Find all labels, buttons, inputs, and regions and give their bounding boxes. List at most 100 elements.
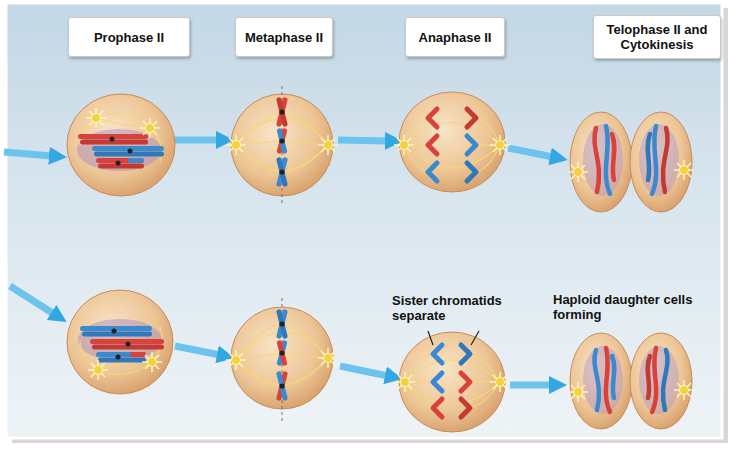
metaphase-cell-part-part (236, 112, 282, 145)
metaphase-cell-part-part (282, 112, 328, 145)
prophase-cell-part (116, 161, 121, 166)
metaphase-cell-part (276, 340, 287, 366)
anaphase-cell-part-part (404, 123, 500, 146)
anaphase-cell-part (405, 354, 500, 408)
metaphase-cell-part-part (279, 109, 284, 114)
metaphase-cell-part-part (276, 309, 288, 339)
anaphase-cell-part-part (467, 136, 476, 154)
metaphase-cell-part-part (276, 157, 288, 187)
telophase-cells-part-part (606, 126, 610, 194)
prophase-cell-part (82, 332, 152, 337)
telophase-cells-part (570, 112, 632, 212)
telophase-cells-part-part (606, 348, 610, 412)
metaphase-cell-part (276, 128, 287, 154)
metaphase-cell-part (318, 348, 338, 368)
metaphase-cell-part-part (279, 383, 284, 388)
stage-arrows-part (172, 137, 219, 144)
stage-header: Prophase II (68, 17, 190, 57)
metaphase-cell-part-part (276, 309, 288, 339)
annotation: Haploid daughter cells forming (553, 292, 711, 322)
prophase-cell-part (110, 137, 115, 142)
metaphase-cell (226, 86, 338, 206)
panel (6, 3, 722, 438)
anaphase-cell (395, 332, 510, 432)
telophase-cells-part (674, 160, 694, 180)
prophase-cell-part (98, 164, 144, 169)
prophase-cell-part (80, 326, 162, 375)
telophase-cells-part (583, 346, 623, 414)
anaphase-cell-part-part (428, 163, 437, 181)
telophase-cells-part (583, 124, 623, 196)
telophase-cells-part (674, 380, 694, 400)
stage-arrows-part (175, 346, 220, 355)
metaphase-cell-part-part (282, 145, 328, 172)
telophase-cells-part-part (594, 128, 599, 192)
metaphase-cell-part-part (276, 128, 287, 154)
metaphase-cell-part-part (276, 371, 288, 401)
stage-title: Metaphase II (245, 30, 323, 45)
metaphase-cell-part-part (282, 358, 328, 386)
prophase-cell-part (67, 290, 173, 394)
stage-header: Anaphase II (405, 17, 505, 57)
prophase-cell (67, 290, 173, 394)
telophase-cells-part (594, 126, 667, 194)
anaphase-cell (394, 92, 510, 192)
telophase-cells (568, 333, 694, 429)
prophase-cell-part (128, 158, 144, 163)
anaphase-cell-part-part (461, 399, 470, 417)
telophase-cells-part-part (663, 350, 668, 410)
metaphase-cell-part-part (279, 350, 284, 355)
anaphase-cell-part-part (428, 136, 437, 154)
metaphase-cell-part-part (276, 371, 288, 401)
telophase-cells-part (568, 162, 588, 182)
metaphase-cell-part-part (276, 157, 288, 187)
telophase-cells-part-part (648, 356, 650, 398)
telophase-cells-part (630, 112, 692, 212)
metaphase-cell-part-part (276, 97, 288, 127)
telophase-cells-part-part (652, 348, 656, 412)
stage-header: Telophase II and Cytokinesis (593, 15, 721, 59)
anaphase-cell-part-part (405, 360, 500, 382)
metaphase-cell-part (231, 307, 333, 409)
metaphase-cell-part (226, 350, 246, 370)
prophase-cell-part (86, 108, 106, 128)
anaphase-cell-part (490, 372, 510, 392)
metaphase-cell-part-part (276, 97, 288, 127)
leader-lines-part (428, 331, 433, 345)
prophase-cell (67, 94, 175, 196)
anaphase-cell-part-part (467, 109, 476, 127)
metaphase-cell-part-part (279, 138, 284, 143)
prophase-cell-part-part (98, 362, 152, 370)
metaphase-cell-part (231, 94, 333, 196)
metaphase-cell-part-part (236, 360, 282, 386)
prophase-cell-part (98, 358, 146, 363)
telophase-cells-part-part (652, 126, 656, 194)
telophase-cells-part (639, 346, 679, 414)
prophase-cell-part (130, 352, 146, 357)
prophase-cell-part (112, 329, 117, 334)
prophase-cell-part-part (96, 114, 150, 128)
anaphase-cell-part-part (405, 382, 500, 404)
metaphase-cell-part-part (279, 169, 284, 174)
stage-arrows-part (338, 140, 388, 141)
telophase-cells-part (594, 348, 667, 412)
prophase-cell-part-part (96, 118, 150, 128)
prophase-cell-part (96, 352, 146, 357)
anaphase-cell-part-part (433, 373, 442, 391)
anaphase-cell-part (399, 92, 505, 192)
telophase-cells-part-part (663, 128, 668, 192)
anaphase-cell-part-part (433, 399, 442, 417)
anaphase-cell-part-part (461, 373, 470, 391)
metaphase-cell-part-part (282, 324, 328, 358)
telophase-cells-part (630, 333, 692, 429)
anaphase-cell-part-part (467, 163, 476, 181)
stage-arrows-part (10, 286, 54, 314)
telophase-cells (568, 112, 694, 212)
anaphase-cell-part (395, 372, 415, 392)
telophase-cells-part-part (612, 356, 614, 398)
metaphase-cell-part-part (276, 340, 287, 366)
anaphase-cell-part (490, 135, 510, 155)
